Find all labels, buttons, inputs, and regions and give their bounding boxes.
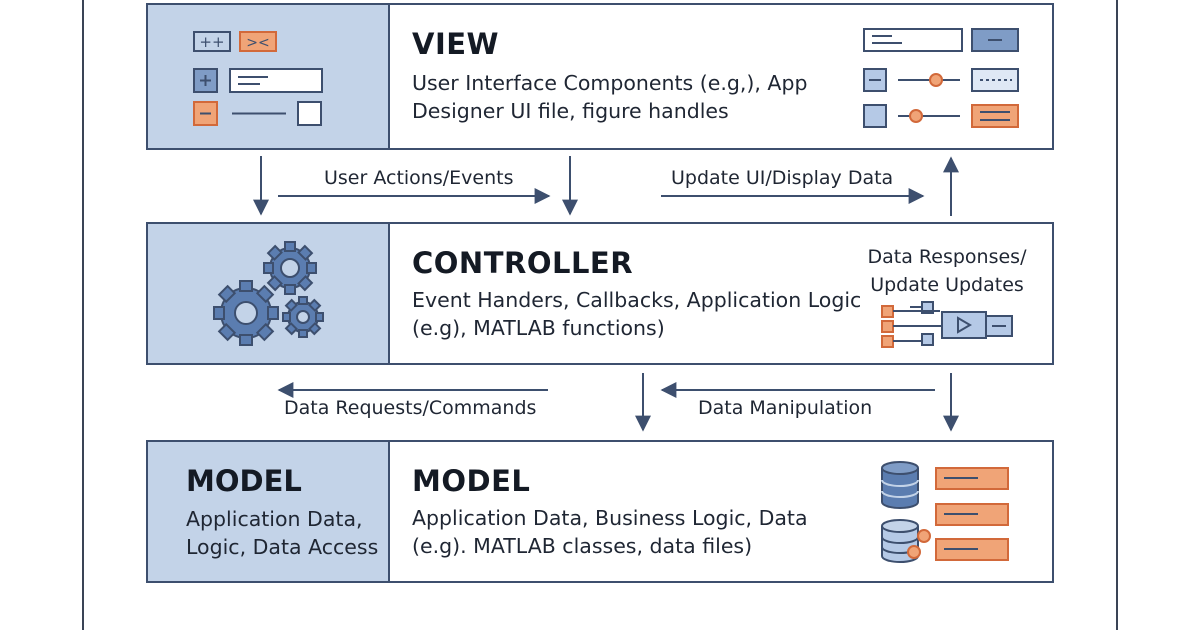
model-left-title: MODEL	[186, 464, 302, 498]
data-storage-icon	[881, 461, 1009, 563]
gears-icon	[213, 241, 324, 346]
data-requests-label: Data Requests/Commands	[284, 397, 537, 419]
model-description-line-1: Application Data, Business Logic, Data	[412, 506, 808, 530]
data-responses-line-1: Data Responses/	[867, 246, 1027, 268]
controller-description-line-1: Event Handers, Callbacks, Application Lo…	[412, 288, 862, 312]
data-responses-line-2: Update Updates	[870, 274, 1024, 296]
text-field-icon	[863, 28, 963, 52]
database-icon	[881, 461, 919, 509]
plus-plus-button-icon	[193, 31, 231, 52]
svg-text:><: ><	[246, 35, 269, 51]
outer-frame-right	[1116, 0, 1118, 630]
controller-title: CONTROLLER	[412, 246, 634, 280]
record-list-icon	[935, 467, 1009, 561]
view-description-line-1: User Interface Components (e.g,), App	[412, 71, 808, 95]
code-button-icon	[239, 31, 277, 52]
svg-text:++: ++	[199, 33, 224, 51]
controller-description-line-2: (e.g), MATLAB functions)	[412, 316, 665, 340]
model-left-line-2: Logic, Data Access	[186, 535, 379, 559]
flow-network-icon	[881, 301, 1013, 348]
model-left-panel: MODEL Application Data, Logic, Data Acce…	[148, 442, 390, 581]
view-title: VIEW	[412, 27, 500, 61]
ui-controls-icon	[863, 28, 1019, 128]
model-left-description: Application Data, Logic, Data Access	[186, 505, 378, 561]
list-icon	[971, 104, 1019, 128]
model-left-line-1: Application Data,	[186, 507, 363, 531]
controller-left-panel	[148, 224, 390, 363]
model-description-line-2: (e.g). MATLAB classes, data files)	[412, 534, 753, 558]
outer-frame-left	[82, 0, 84, 630]
view-left-panel: ++ ><	[148, 5, 390, 148]
data-manipulation-label: Data Manipulation	[698, 397, 873, 419]
database-link-icon	[881, 519, 931, 563]
text-field-icon	[229, 68, 323, 93]
ui-widgets-icon: ++ ><	[193, 31, 323, 126]
update-ui-label: Update UI/Display Data	[671, 167, 894, 189]
controller-description: Event Handers, Callbacks, Application Lo…	[412, 286, 861, 342]
controller-layer: CONTROLLER Event Handers, Callbacks, App…	[146, 222, 1054, 365]
view-layer: ++ >< VIEW User Interface Components (e.…	[146, 3, 1054, 150]
model-title: MODEL	[412, 464, 531, 498]
model-description: Application Data, Business Logic, Data (…	[412, 504, 808, 560]
data-responses-label: Data Responses/ Update Updates	[864, 243, 1030, 299]
model-layer: MODEL Application Data, Logic, Data Acce…	[146, 440, 1054, 583]
view-description-line-2: Designer UI file, figure handles	[412, 99, 729, 123]
checkbox-icon	[297, 101, 322, 126]
user-actions-label: User Actions/Events	[324, 167, 514, 189]
view-description: User Interface Components (e.g,), App De…	[412, 69, 808, 125]
